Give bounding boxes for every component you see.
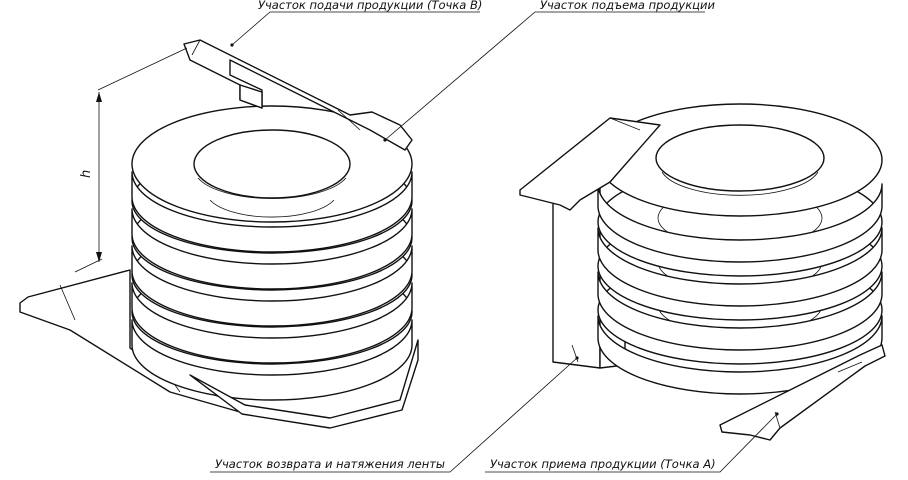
- right-vertical-column: [552, 177, 601, 369]
- lift-section-label: Участок подъема продукции: [540, 0, 715, 12]
- callout-leaders: [210, 11, 779, 473]
- feed-section-label: Участок подачи продукции (Точка В): [258, 0, 482, 12]
- height-dimension: h: [74, 47, 188, 273]
- height-label: h: [79, 170, 94, 178]
- left-spiral-conveyor: [19, 39, 419, 429]
- receive-section-label: Участок приема продукции (Точка А): [490, 457, 716, 471]
- return-section-label: Участок возврата и натяжения ленты: [215, 457, 445, 471]
- right-spiral-conveyor: [519, 103, 886, 441]
- right-top-strip: [519, 117, 661, 211]
- right-bottom-strip: [719, 344, 886, 441]
